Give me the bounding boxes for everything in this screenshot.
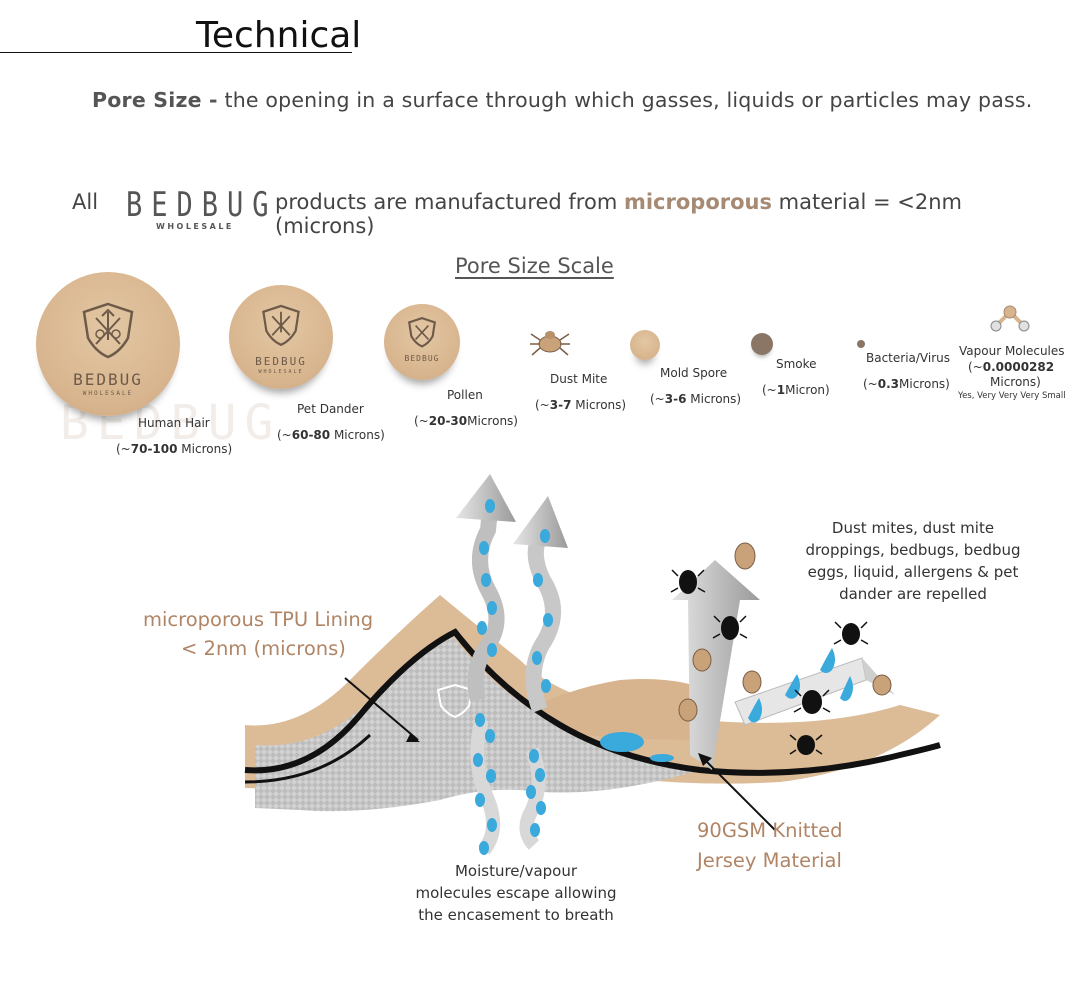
definition-term: Pore Size - [92, 88, 218, 112]
human-hair-name: Human Hair [138, 416, 210, 430]
circle-brand: BEDBUG [73, 370, 143, 389]
products-statement: All BEDBUG WHOLESALE products are manufa… [72, 186, 1062, 238]
products-text-after: material = <2nm (microns) [275, 190, 962, 238]
pollen-name: Pollen [447, 388, 483, 402]
pollen-range: (~20-30Microns) [414, 414, 518, 428]
microporous-accent: microporous [623, 190, 772, 214]
human-hair-circle: BEDBUG WHOLESALE [36, 272, 180, 416]
shield-icon [82, 302, 134, 359]
title-underline [0, 52, 352, 53]
tpu-label-line2: < 2nm (microns) [181, 637, 346, 660]
mold-spore-circle [630, 330, 660, 360]
fabric-shield-icon [436, 683, 474, 719]
tan-fabric-fold [520, 679, 720, 740]
vapour-molecule-icon [990, 305, 1030, 332]
shield-icon [262, 304, 300, 346]
vapour-name: Vapour Molecules [959, 344, 1065, 358]
products-text: products are manufactured from microporo… [275, 190, 1062, 238]
dust-mite-range: (~3-7 Microns) [535, 398, 627, 412]
circle-brand: BEDBUG [404, 354, 440, 363]
products-text-before: products are manufactured from [275, 190, 624, 214]
mold-spore-name: Mold Spore [660, 366, 728, 380]
vapour-range-value: (~0.0000282 [968, 360, 1055, 374]
smoke-range: (~1Micron) [762, 383, 830, 397]
definition-text: the opening in a surface through which g… [217, 88, 1033, 112]
vapour-droplets [473, 499, 553, 855]
jersey-label-line1: 90GSM Knitted [697, 819, 843, 842]
jersey-label-line2: Jersey Material [697, 849, 842, 872]
vapour-arrowhead-right [513, 496, 568, 548]
tpu-lining-line [244, 628, 941, 776]
bacteria-name: Bacteria/Virus [866, 351, 951, 365]
vapour-range-unit: Microns) [990, 375, 1041, 389]
smoke-name: Smoke [776, 357, 817, 371]
human-hair-range: (~70-100 Microns) [116, 442, 233, 456]
vapour-escape-label: Moisture/vapour molecules escape allowin… [415, 862, 617, 924]
vapour-note: Yes, Very Very Very Small [958, 391, 1066, 401]
pet-dander-circle: BEDBUG WHOLESALE [229, 285, 333, 389]
products-prefix: All [72, 190, 99, 214]
fabric-cross-section-diagram [244, 474, 941, 855]
bedbug-logo: BEDBUG WHOLESALE [126, 186, 269, 234]
vapour-arrowhead-left [456, 474, 516, 522]
dust-mite-name: Dust Mite [550, 372, 608, 386]
pollen-circle: BEDBUG [384, 304, 460, 380]
liquid-puddle [600, 732, 644, 752]
pet-dander-name: Pet Dander [297, 402, 364, 416]
brand-name: BEDBUG [126, 186, 278, 225]
vapour-arrow-right [525, 525, 561, 713]
dust-mite-icon [530, 331, 570, 356]
scale-title: Pore Size Scale [455, 254, 614, 278]
bacteria-range: (~0.3Microns) [863, 377, 950, 391]
mold-spore-range: (~3-6 Microns) [650, 392, 742, 406]
pet-dander-range: (~60-80 Microns) [277, 428, 385, 442]
tpu-label-line1: microporous TPU Lining [143, 608, 374, 631]
circle-brand-sub: WHOLESALE [82, 390, 134, 397]
shield-icon [408, 317, 436, 348]
pore-size-definition: Pore Size - the opening in a surface thr… [92, 88, 1052, 112]
smoke-dot [751, 333, 773, 355]
page-title: Technical [196, 15, 362, 56]
circle-brand: BEDBUG [255, 355, 307, 368]
bedbug-icons [679, 570, 860, 755]
tpu-pointer-line [344, 677, 419, 741]
dust-mite-icons [678, 542, 892, 722]
circle-brand-sub: WHOLESALE [258, 369, 304, 375]
repel-label: Dust mites, dust mite droppings, bedbugs… [805, 519, 1021, 603]
brand-sub: WHOLESALE [156, 222, 234, 231]
bacteria-dot [857, 340, 865, 348]
jersey-pointer-line [704, 759, 776, 831]
